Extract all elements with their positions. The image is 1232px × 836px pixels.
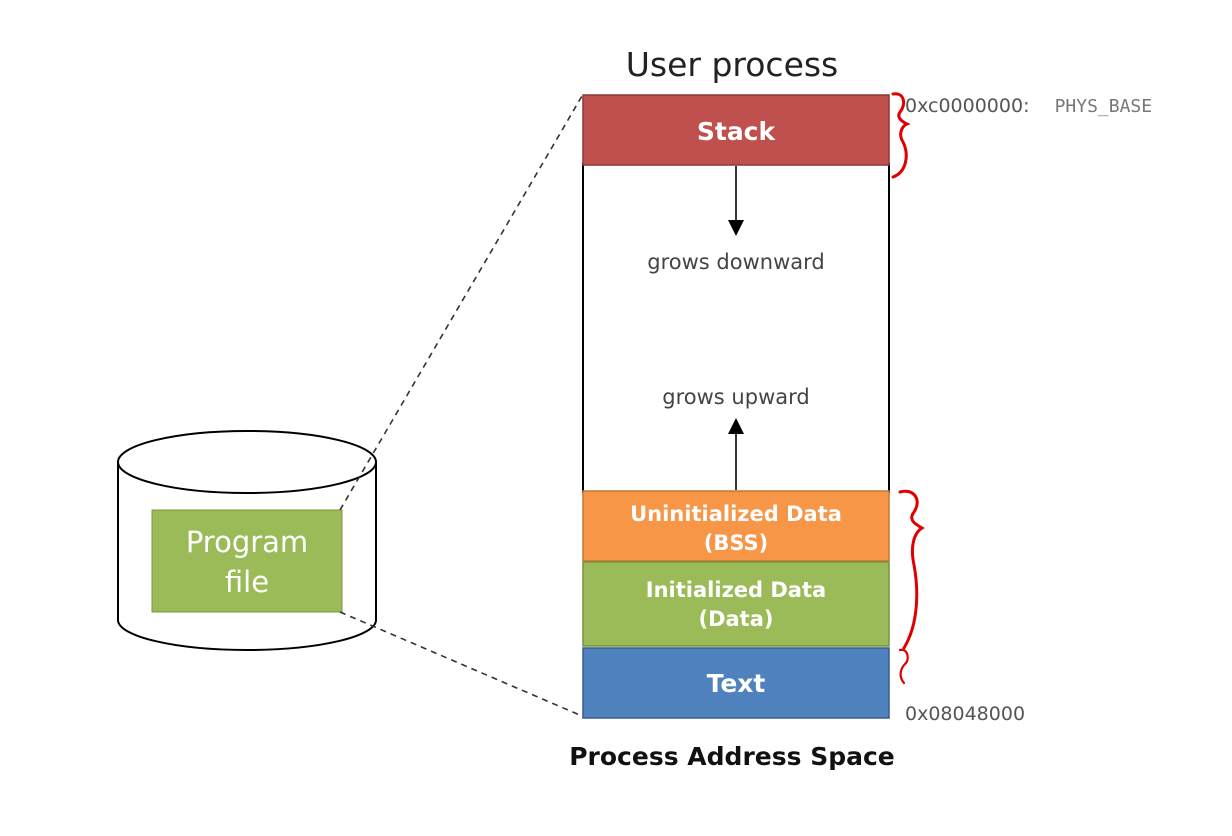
program-file-label-line1: Program [186, 525, 308, 559]
diagram-title: User process [626, 45, 839, 84]
projection-line-bottom [339, 611, 583, 717]
top-address: 0xc0000000: PHYS_BASE [905, 95, 1152, 117]
stack-growth-label: grows downward [647, 250, 824, 274]
bss-label-line1: Uninitialized Data [630, 502, 842, 526]
top-address-symbol: PHYS_BASE [1055, 96, 1153, 117]
data-label-line2: (Data) [698, 607, 773, 631]
stack-bracket [891, 92, 911, 179]
data-label-line1: Initialized Data [646, 578, 826, 602]
bss-segment [582, 490, 890, 562]
bottom-address: 0x08048000 [905, 703, 1025, 725]
text-bracket [898, 648, 909, 685]
cylinder-top [117, 430, 377, 494]
data-segment [582, 561, 890, 647]
text-label: Text [707, 669, 766, 698]
program-file-box [151, 509, 343, 613]
address-space-column: Stack Uninitialized Data (BSS) Initializ… [582, 94, 890, 719]
text-segment [582, 647, 890, 719]
program-file-label-line2: file [225, 565, 269, 599]
heap-growth-label: grows upward [662, 385, 809, 409]
stack-label: Stack [697, 117, 777, 146]
diagram-caption: Process Address Space [569, 742, 895, 771]
disk-cylinder: Program file [117, 430, 377, 651]
data-bracket [898, 489, 925, 650]
projection-line-top [339, 95, 583, 511]
top-address-value: 0xc0000000: [905, 95, 1029, 117]
bss-label-line2: (BSS) [704, 531, 769, 555]
stack-segment [582, 94, 890, 166]
